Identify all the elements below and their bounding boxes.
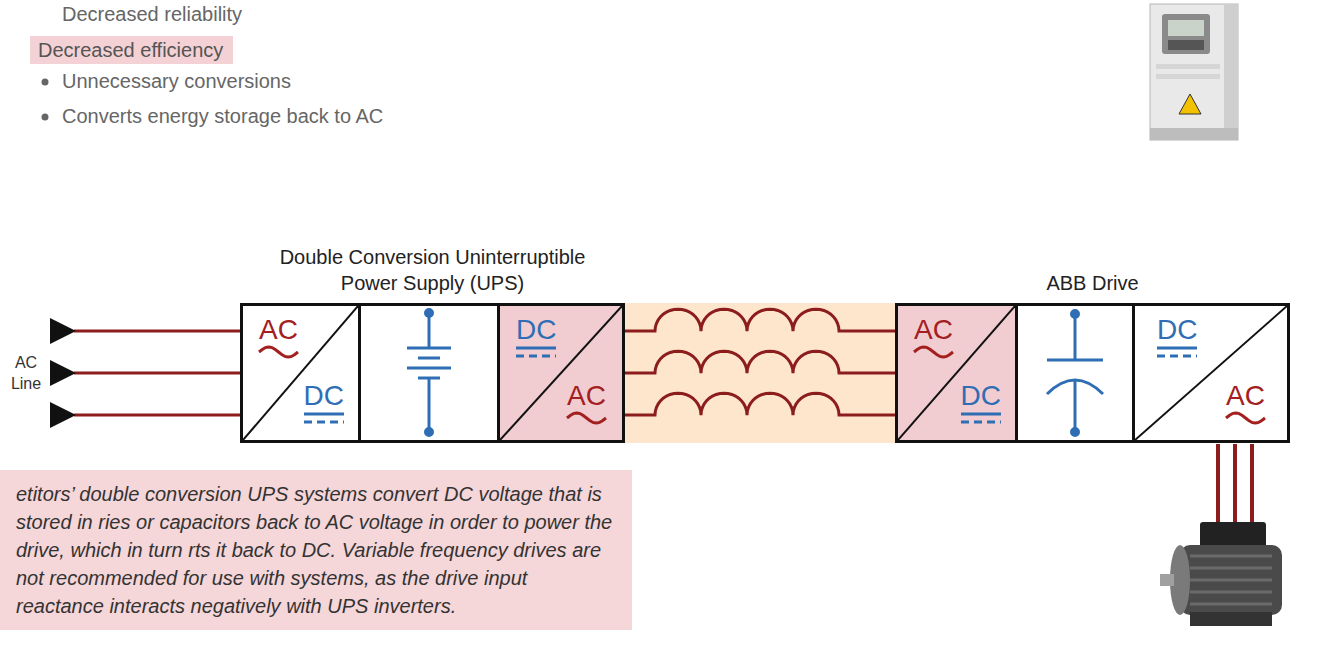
battery-symbol xyxy=(407,310,451,436)
diagonal-divider xyxy=(500,306,622,440)
box-title: ABB Drive xyxy=(1046,270,1138,296)
ac-line-inputs xyxy=(50,318,240,428)
input-terminal xyxy=(50,402,76,428)
dc-symbol xyxy=(1157,347,1197,350)
keypad-buttons xyxy=(1168,40,1204,50)
keypad-panel xyxy=(1162,14,1210,54)
diagonal-divider xyxy=(1135,306,1287,440)
drive-cabinet xyxy=(1150,4,1238,140)
voltage-type: DC xyxy=(1157,316,1197,344)
cabinet-vent xyxy=(1156,64,1220,69)
motor-fin xyxy=(1190,567,1272,570)
motor-wire xyxy=(1216,444,1220,524)
cable-connector xyxy=(625,393,895,415)
converter-cell: AC DC xyxy=(240,303,361,443)
battery-lead xyxy=(428,378,431,432)
dc-symbol xyxy=(961,413,1001,416)
cable-connector xyxy=(625,351,895,373)
ac-symbol xyxy=(914,347,953,357)
cabinet-vent xyxy=(1156,74,1220,79)
bullet-text: Unnecessary conversions xyxy=(62,70,291,93)
diagonal-divider xyxy=(898,306,1015,440)
battery-plate xyxy=(407,367,451,370)
dc-symbol xyxy=(304,421,344,424)
box-title: Double Conversion Uninterruptible Power … xyxy=(268,244,598,296)
diagonal-divider xyxy=(243,306,358,440)
ac-symbol xyxy=(259,347,298,357)
voltage-type: AC xyxy=(1226,382,1265,410)
cable-region xyxy=(625,303,895,443)
voltage-type: DC xyxy=(304,382,344,410)
dc-symbol xyxy=(304,413,344,416)
input-wire xyxy=(74,414,240,417)
capacitor-lead xyxy=(1074,314,1077,360)
capacitor-plate xyxy=(1047,359,1103,362)
converter-cell: AC DC xyxy=(895,303,1018,443)
line-label: AC Line xyxy=(6,352,46,394)
motor xyxy=(1160,522,1282,626)
motor-fin xyxy=(1190,591,1272,594)
cable-connector xyxy=(625,309,895,331)
capacitor-dot xyxy=(1072,311,1079,318)
motor-fin xyxy=(1190,603,1272,606)
dc-symbol xyxy=(516,347,556,350)
ac-symbol xyxy=(1226,413,1265,423)
motor-body xyxy=(1180,545,1282,615)
capacitor-dot xyxy=(1072,429,1079,436)
ups-box: ACDCDCACDouble Conversion Uninterruptibl… xyxy=(240,303,625,443)
motor-wire xyxy=(1250,444,1254,524)
bullet-dot xyxy=(42,79,49,86)
converter-cell: DC AC xyxy=(1132,303,1290,443)
battery-plate xyxy=(407,347,451,350)
ac-symbol xyxy=(567,413,606,423)
voltage-type: AC xyxy=(567,382,606,410)
bullet-text: Converts energy storage back to AC xyxy=(62,105,383,128)
dc-symbol xyxy=(516,355,556,358)
bullet-dot xyxy=(42,114,49,121)
connectors xyxy=(625,309,895,415)
cabinet-body xyxy=(1150,4,1238,140)
battery-dot xyxy=(426,310,433,317)
heading-text: Decreased reliability xyxy=(62,3,242,26)
bullets xyxy=(42,79,49,121)
input-terminal xyxy=(50,318,76,344)
motor-fin xyxy=(1190,579,1272,582)
motor-feet xyxy=(1190,612,1272,626)
cabinet-side xyxy=(1224,4,1238,140)
highlight-band: Decreased efficiency xyxy=(30,36,233,64)
heading-text: Decreased efficiency xyxy=(38,38,225,62)
capacitor-symbol xyxy=(1047,311,1103,436)
dc-symbol xyxy=(961,421,1001,424)
input-wire xyxy=(74,372,240,375)
motor-wires xyxy=(1218,444,1252,524)
drive-box: ACDCDCACABB Drive xyxy=(895,303,1290,443)
cabinet-base xyxy=(1150,128,1238,140)
battery-dot xyxy=(426,429,433,436)
converter-cell: DC AC xyxy=(497,303,625,443)
input-wire xyxy=(74,330,240,333)
battery-plate xyxy=(418,357,440,360)
motor-wire xyxy=(1233,444,1237,524)
note-box: etitors’ double conversion UPS systems c… xyxy=(0,470,632,630)
voltage-type: DC xyxy=(516,316,556,344)
voltage-type: DC xyxy=(961,382,1001,410)
keypad-screen xyxy=(1168,20,1204,36)
warning-sign xyxy=(1179,94,1201,114)
motor-fin xyxy=(1190,555,1272,558)
input-terminal xyxy=(50,360,76,386)
dc-symbol xyxy=(1157,355,1197,358)
motor-shaft xyxy=(1160,574,1174,586)
battery-lead xyxy=(428,313,431,348)
capacitor-lead xyxy=(1074,380,1077,432)
note-text: etitors’ double conversion UPS systems c… xyxy=(16,480,616,620)
voltage-type: AC xyxy=(259,316,298,344)
terminal-box xyxy=(1200,522,1266,548)
voltage-type: AC xyxy=(914,316,953,344)
